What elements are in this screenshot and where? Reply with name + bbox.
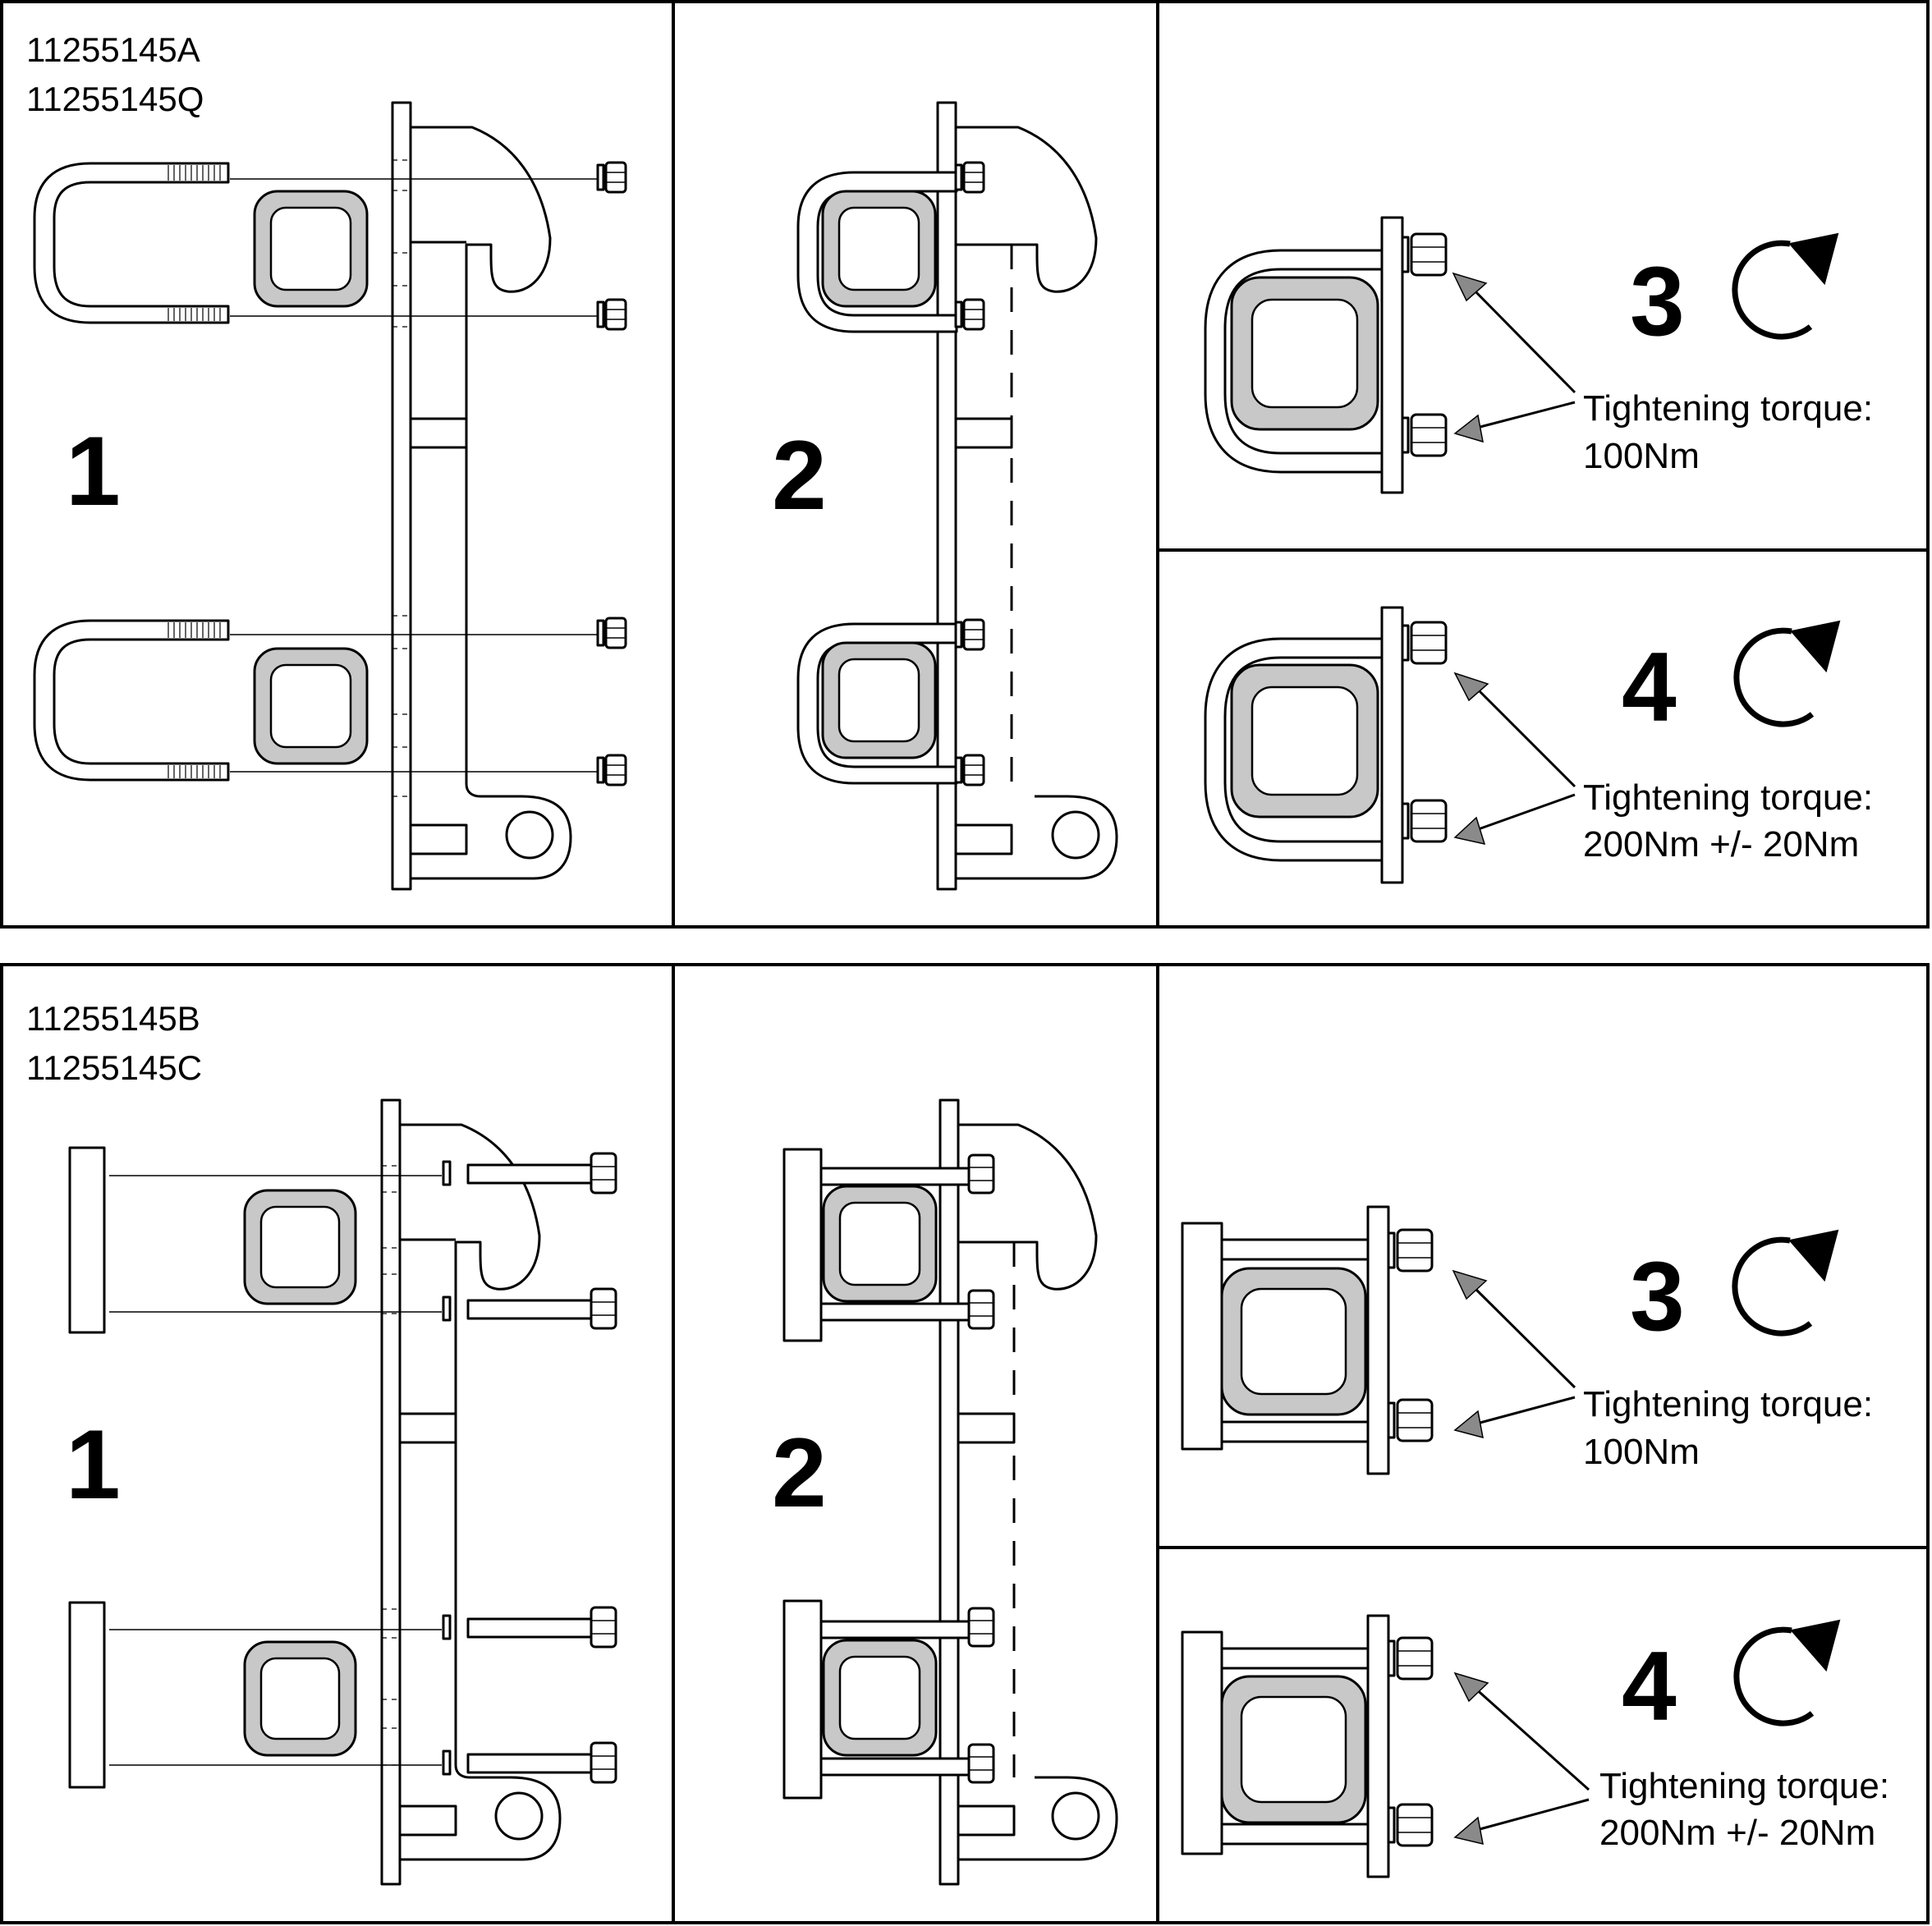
torque-value: 200Nm +/- 20Nm [1599,1813,1875,1853]
panel-a-step-2: 2 [772,101,1118,891]
bolts [442,1152,617,1784]
torque-pointer-arrows [1453,1671,1590,1845]
nuts [596,161,627,786]
clamp-installed-lower [782,1599,995,1800]
panel-b-step-2: 2 [772,1098,1118,1886]
clockwise-rotation-icon [1733,1619,1841,1727]
torque-value: 100Nm [1583,436,1700,476]
clamp-plate-lower [68,1601,106,1789]
step-number: 3 [1630,246,1685,356]
part-number-b2: 11255145C [26,1048,202,1087]
clockwise-rotation-icon [1732,232,1839,340]
hitch-bracket-drawing [938,1098,1118,1886]
panel-a-step-1: 1 [33,101,627,891]
torque-label: Tightening torque: [1583,388,1873,429]
section-a-frame [0,0,1930,929]
panel-b-step-3: 3 Tightening torque: 100Nm [1181,1205,1873,1475]
torque-label: Tightening torque: [1583,777,1873,818]
part-number-a2: 11255145Q [26,80,204,118]
section-b: 11255145B 11255145C 1 [0,963,1930,1924]
u-bolt-upper [33,162,230,324]
u-bolt-lower [33,619,230,782]
clamp-plate-upper [68,1146,106,1334]
section-a: 11255145A 11255145Q 1 [0,0,1930,929]
panel-b-step-1: 1 [66,1098,617,1886]
hitch-bracket-drawing [380,1098,562,1886]
step-number: 3 [1630,1241,1685,1351]
clockwise-rotation-icon [1733,620,1841,727]
hitch-bracket-drawing [391,101,572,891]
step-number: 4 [1622,632,1677,742]
torque-pointer-arrows [1452,272,1576,443]
assembly-lines [109,1175,442,1766]
step-number: 4 [1622,1631,1677,1741]
step-number: 2 [772,1418,827,1528]
torque-pointer-arrows [1452,1269,1576,1439]
step-number: 1 [66,416,121,526]
hitch-bracket-drawing [936,101,1118,891]
section-b-frame [0,963,1930,1924]
torque-value: 100Nm [1583,1432,1700,1472]
panel-a-step-4: 4 Tightening torque: 200Nm +/- 20Nm [1204,606,1873,884]
part-number-b1: 11255145B [26,999,200,1038]
panel-b-step-4: 4 Tightening torque: 200Nm +/- 20Nm [1181,1614,1889,1878]
panel-a-step-3: 3 Tightening torque: 100Nm [1204,216,1873,494]
clockwise-rotation-icon [1732,1229,1839,1337]
u-bolt-installed-upper [796,161,985,333]
torque-label: Tightening torque: [1599,1766,1889,1806]
torque-pointer-arrows [1453,672,1576,846]
torque-value: 200Nm +/- 20Nm [1583,824,1859,864]
step-number: 2 [772,420,827,530]
clamp-installed-upper [782,1148,995,1342]
torque-label: Tightening torque: [1583,1384,1873,1424]
assembly-lines [230,178,598,773]
step-number: 1 [66,1410,121,1520]
part-number-a1: 11255145A [26,30,200,69]
u-bolt-installed-lower [796,618,985,786]
